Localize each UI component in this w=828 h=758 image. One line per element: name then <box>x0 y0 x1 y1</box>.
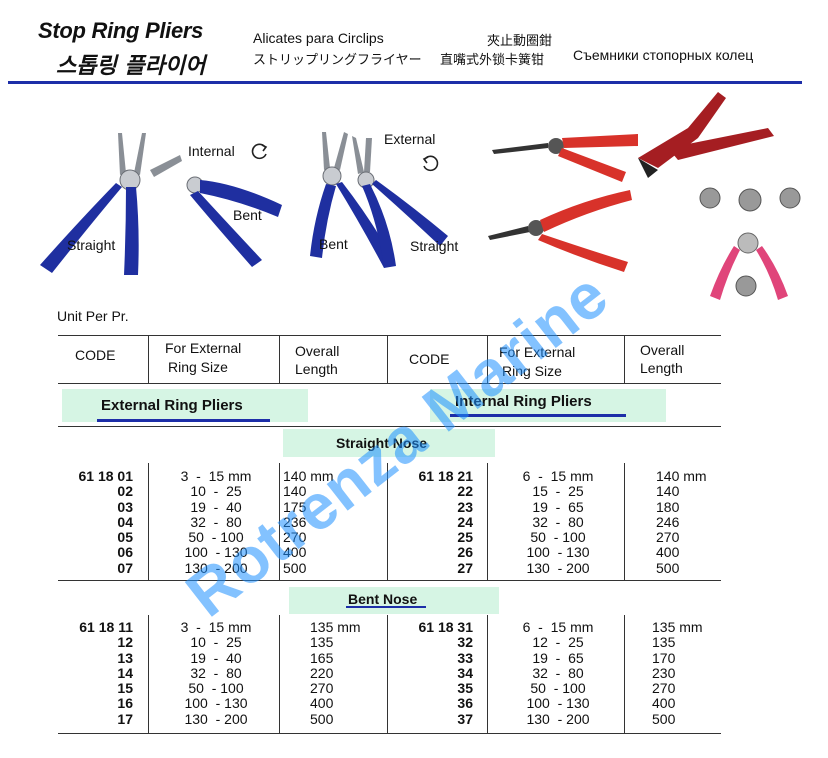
bent-external-lengths: 135 mm 135 165 220 270 400 500 <box>310 619 361 727</box>
table-col-divider <box>387 335 388 383</box>
col-header-length-line2: Length <box>295 361 338 377</box>
straight-external-lengths: 140 mm 140 175 236 270 400 500 <box>283 468 334 576</box>
table-col-divider <box>279 463 280 580</box>
straight-internal-lengths: 140 mm 140 180 246 270 400 500 <box>656 468 707 576</box>
title-chinese-traditional: 夾止動圈鉗 <box>487 34 553 49</box>
col-header-length-line1: Overall <box>295 343 340 359</box>
table-bottom-border <box>58 733 721 734</box>
label-internal: Internal <box>188 143 235 159</box>
external-section-title: External Ring Pliers <box>101 397 243 414</box>
page-title-korean: 스톱링 플라이어 <box>56 54 206 79</box>
table-col-divider <box>387 615 388 733</box>
bent-nose-box <box>289 587 499 614</box>
bent-internal-lengths: 135 mm 135 170 230 270 400 500 <box>652 619 703 727</box>
external-section-box <box>62 389 308 422</box>
internal-section-title: Internal Ring Pliers <box>455 393 592 410</box>
straight-external-sizes: 3 - 15 mm 10 - 25 19 - 40 32 - 80 50 - 1… <box>180 468 252 576</box>
rotate-arrow-icon <box>251 142 269 160</box>
table-divider <box>58 580 721 581</box>
col-header-length-line1: Overall <box>640 342 685 358</box>
title-japanese: ストリップリングフライヤー <box>253 53 422 68</box>
bent-nose-label: Bent Nose <box>348 591 418 607</box>
external-pliers-illustration <box>310 132 448 268</box>
internal-pliers-illustration <box>40 133 282 275</box>
straight-nose-box <box>283 429 495 457</box>
table-header-border <box>58 383 721 384</box>
col-header-length-line2: Length <box>640 360 683 376</box>
table-col-divider <box>624 463 625 580</box>
title-spanish: Alicates para Circlips <box>253 30 384 46</box>
label-bent-left: Bent <box>233 207 262 223</box>
header-rule <box>8 81 802 84</box>
col-header-size-line1: For External <box>499 344 576 360</box>
label-straight-left: Straight <box>67 237 116 253</box>
table-col-divider <box>624 615 625 733</box>
bent-external-sizes: 3 - 15 mm 10 - 25 19 - 40 32 - 80 50 - 1… <box>180 619 252 727</box>
table-col-divider <box>624 335 625 383</box>
straight-nose-label: Straight Nose <box>336 435 428 451</box>
col-header-code: CODE <box>75 347 116 363</box>
label-external: External <box>384 131 436 147</box>
table-col-divider <box>487 615 488 733</box>
internal-title-underline <box>450 414 626 417</box>
straight-external-codes: 61 18 01 02 03 04 05 06 07 <box>78 468 134 576</box>
col-header-size-line1: For External <box>165 340 242 356</box>
table-col-divider <box>487 463 488 580</box>
bent-internal-sizes: 6 - 15 mm 12 - 25 19 - 65 32 - 80 50 - 1… <box>522 619 594 727</box>
table-col-divider <box>279 335 280 383</box>
unit-note: Unit Per Pr. <box>57 308 129 324</box>
straight-internal-sizes: 6 - 15 mm 15 - 25 19 - 65 32 - 80 50 - 1… <box>522 468 594 576</box>
table-col-divider <box>387 463 388 580</box>
bent-external-codes: 61 18 11 12 13 14 15 16 17 <box>79 619 133 727</box>
table-col-divider <box>148 463 149 580</box>
label-straight-right: Straight <box>410 238 459 254</box>
table-col-divider <box>279 615 280 733</box>
title-russian: Съемники стопорных колец <box>573 47 754 63</box>
photo-pliers-illustration <box>488 92 801 300</box>
title-chinese-simplified: 直嘴式外锁卡簧钳 <box>440 53 545 68</box>
col-header-size-line2: Ring Size <box>168 359 228 375</box>
table-col-divider <box>148 615 149 733</box>
table-col-divider <box>487 335 488 383</box>
label-bent-right: Bent <box>319 236 348 252</box>
rotate-arrow-icon <box>421 154 439 172</box>
bent-internal-codes: 61 18 31 32 33 34 35 36 37 <box>418 619 474 727</box>
col-header-code: CODE <box>409 351 450 367</box>
bent-nose-underline <box>346 606 426 608</box>
col-header-size-line2: Ring Size <box>502 363 562 379</box>
straight-internal-codes: 61 18 21 22 23 24 25 26 27 <box>418 468 474 576</box>
page-title: Stop Ring Pliers <box>38 18 204 43</box>
table-top-border <box>58 335 721 336</box>
external-title-underline <box>97 419 270 422</box>
table-divider <box>58 426 721 427</box>
table-col-divider <box>148 335 149 383</box>
